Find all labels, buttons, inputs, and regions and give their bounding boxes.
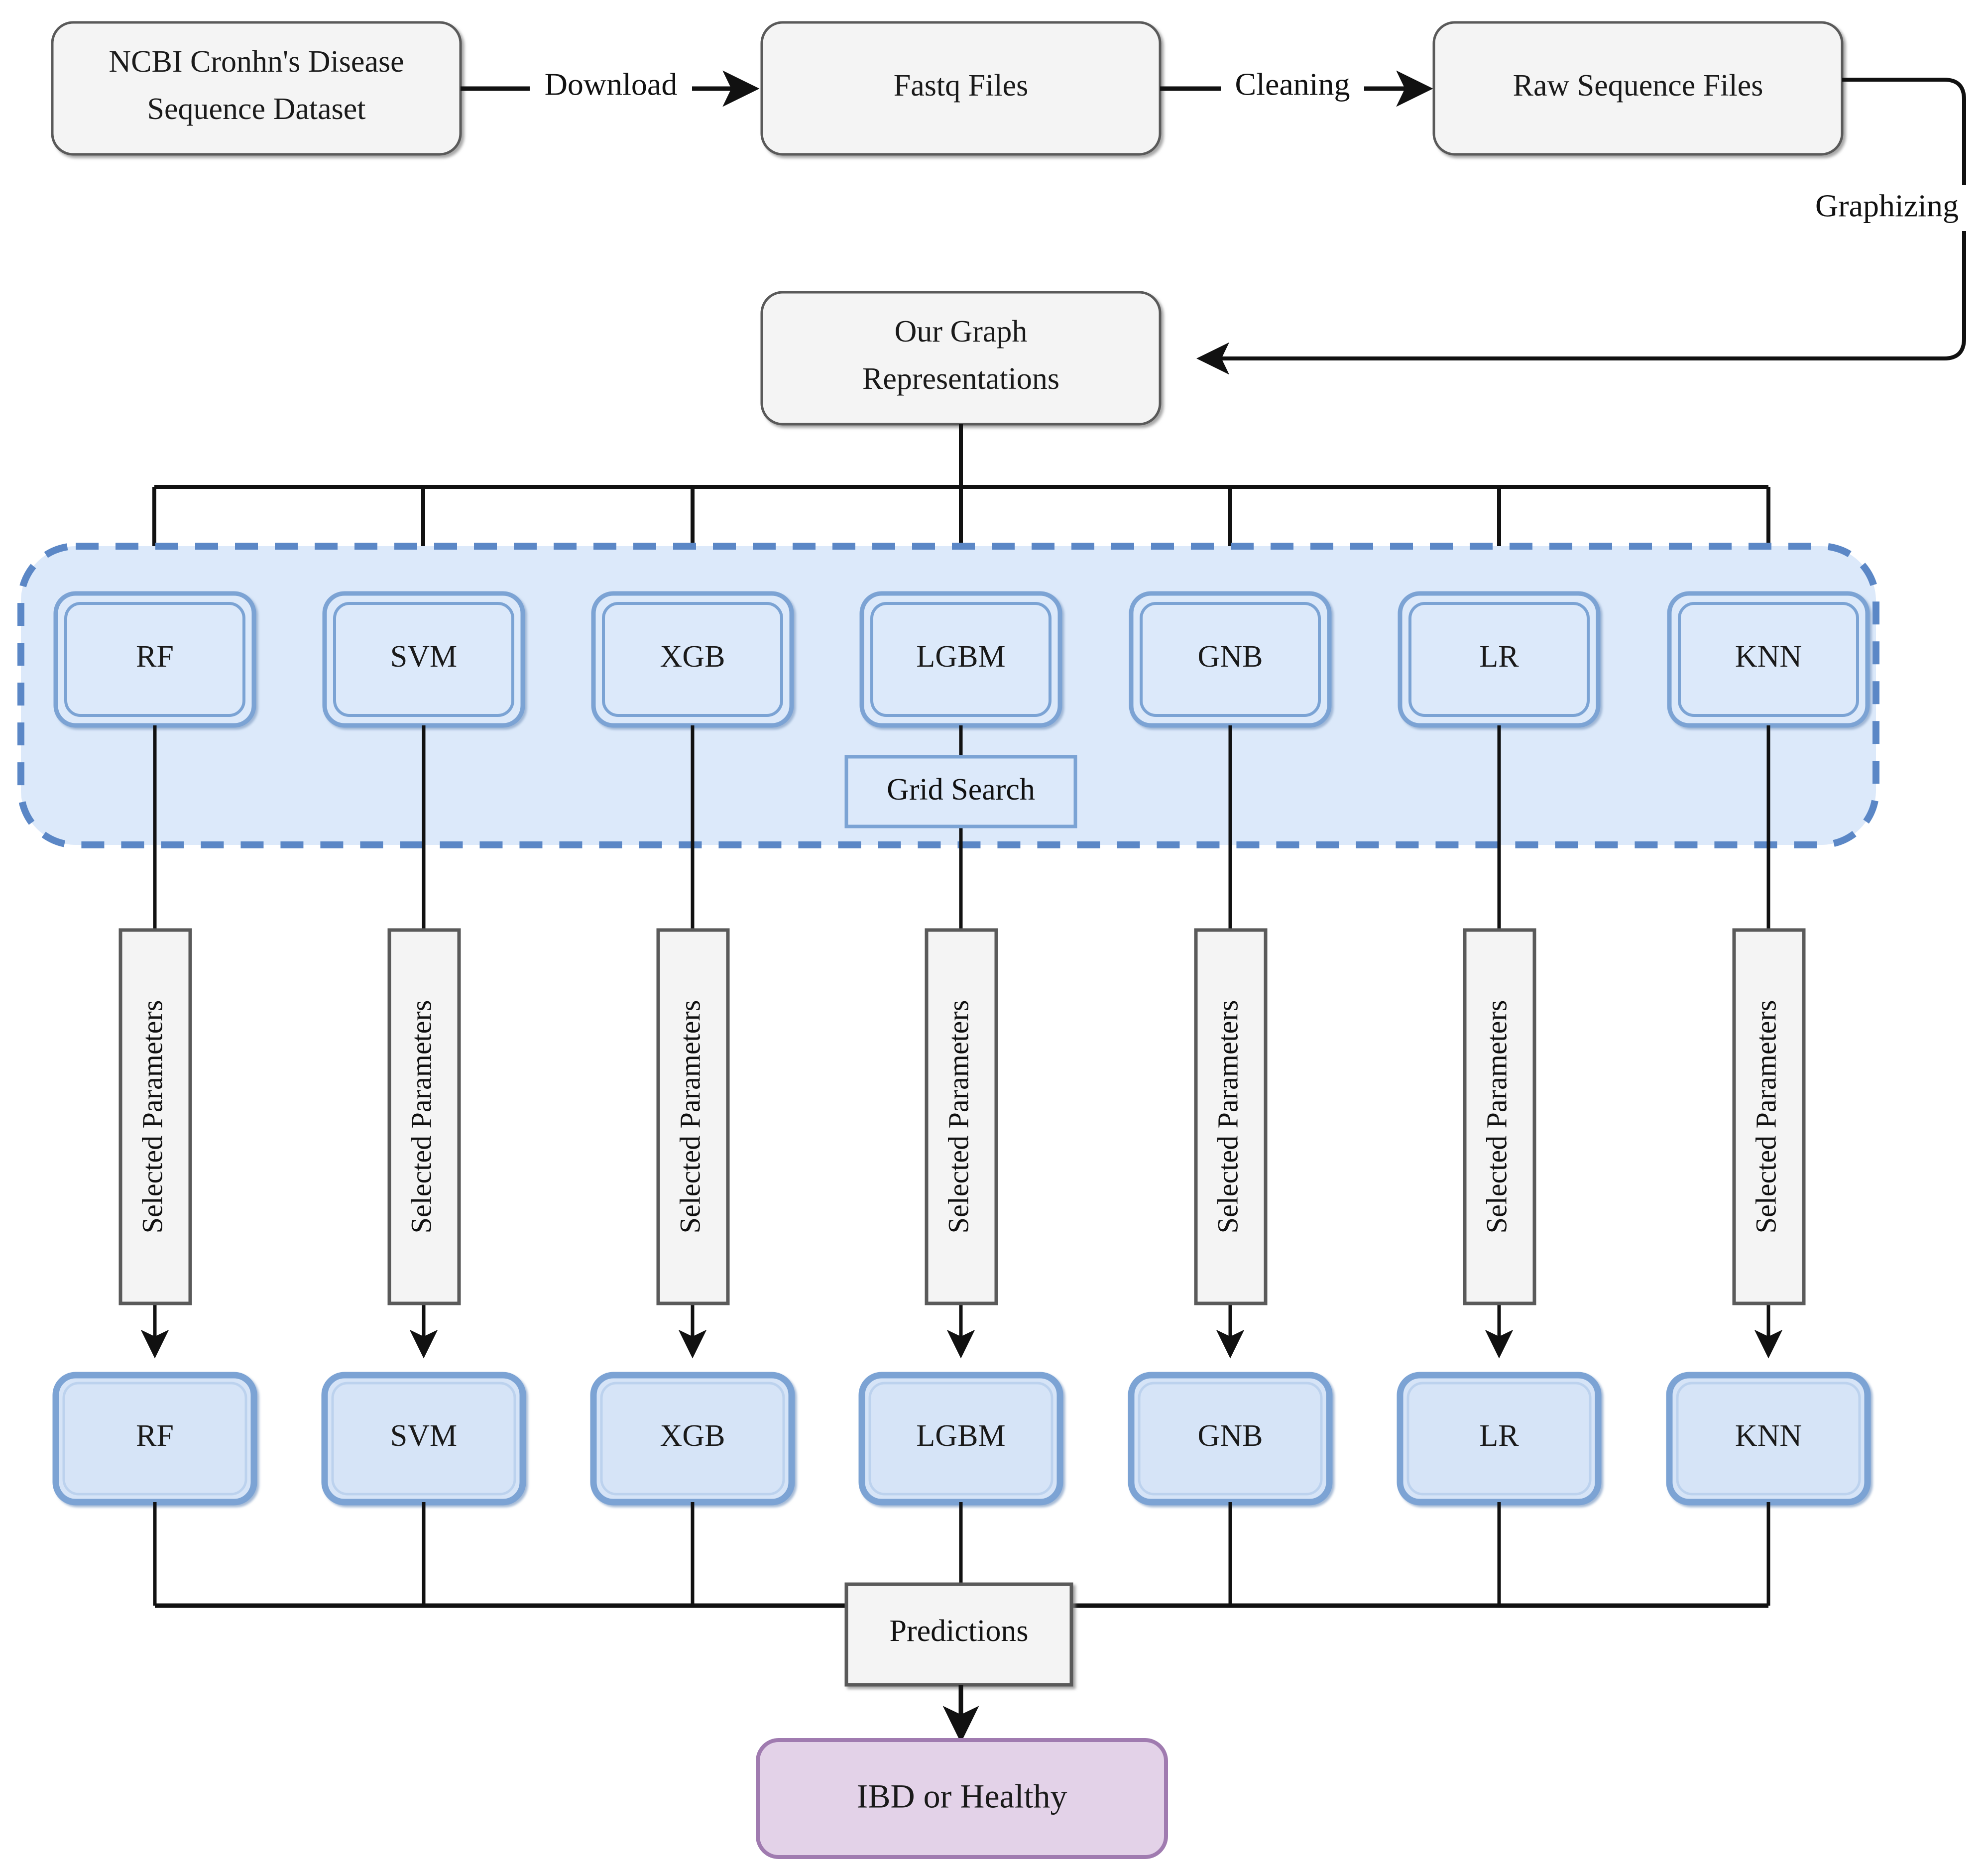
model-label-xgb-tuning: XGB [660,640,725,674]
model-label-lr-tuning: LR [1479,640,1519,674]
selected-parameters-text-knn: Selected Parameters [1750,1000,1782,1234]
edge-label-cleaning: Cleaning [1235,67,1350,102]
edge-label-download: Download [545,67,678,102]
model-label-svm-final: SVM [390,1419,457,1453]
node-fastq[interactable]: Fastq Files [760,21,1162,156]
selected-parameters-text-xgb: Selected Parameters [674,1000,706,1234]
model-label-lgbm-tuning: LGBM [916,640,1005,674]
model-box-rf-final[interactable]: RF [52,1372,257,1506]
selected-parameters-label-xgb[interactable]: Selected Parameters [656,928,730,1305]
selected-parameters-text-lgbm: Selected Parameters [942,1000,974,1234]
node-dataset-line2: Sequence Dataset [147,92,366,126]
model-label-gnb-tuning: GNB [1198,640,1263,674]
node-dataset[interactable]: NCBI Cronhn's Disease Sequence Dataset [51,21,462,156]
model-box-svm-tuning[interactable]: SVM [322,591,525,728]
selected-parameters-label-rf[interactable]: Selected Parameters [118,928,192,1305]
selected-parameters-text-lr: Selected Parameters [1480,1000,1513,1234]
model-box-knn-final[interactable]: KNN [1666,1372,1871,1506]
model-label-knn-final: KNN [1735,1419,1802,1453]
model-box-svm-final[interactable]: SVM [321,1372,526,1506]
node-graph-line1: Our Graph [895,315,1028,349]
model-label-rf-final: RF [136,1419,174,1453]
selected-parameters-label-knn[interactable]: Selected Parameters [1732,928,1806,1305]
selected-parameters-label-svm[interactable]: Selected Parameters [387,928,461,1305]
node-fastq-label: Fastq Files [894,69,1028,103]
model-box-knn-tuning[interactable]: KNN [1667,591,1870,728]
selected-parameters-text-svm: Selected Parameters [405,1000,437,1234]
edge-download: Download [461,67,760,107]
model-label-svm-tuning: SVM [390,640,457,674]
model-label-lr-final: LR [1479,1419,1519,1453]
grid-search-label-box[interactable]: Grid Search [844,755,1077,828]
model-label-knn-tuning: KNN [1735,640,1802,674]
node-outcome-label: IBD or Healthy [856,1777,1067,1815]
selected-parameters-label-lgbm[interactable]: Selected Parameters [925,928,998,1305]
grid-search-label: Grid Search [887,773,1035,807]
model-label-rf-tuning: RF [136,640,174,674]
model-box-xgb-final[interactable]: XGB [590,1372,795,1506]
model-box-gnb-tuning[interactable]: GNB [1129,591,1332,728]
selected-parameters-text-rf: Selected Parameters [136,1000,168,1234]
selected-parameters-text-gnb: Selected Parameters [1211,1000,1244,1234]
predictions-label-box[interactable]: Predictions [844,1582,1073,1687]
selected-parameters-label-gnb[interactable]: Selected Parameters [1194,928,1268,1305]
node-dataset-line1: NCBI Cronhn's Disease [109,45,404,79]
node-raw-sequence-label: Raw Sequence Files [1513,69,1763,103]
model-box-lgbm-tuning[interactable]: LGBM [859,591,1062,728]
edge-label-graphizing: Graphizing [1815,188,1959,224]
model-box-lr-final[interactable]: LR [1397,1372,1602,1506]
edge-cleaning: Cleaning [1160,67,1433,107]
model-box-gnb-final[interactable]: GNB [1128,1372,1333,1506]
selected-parameters-label-lr[interactable]: Selected Parameters [1463,928,1536,1305]
edge-graphizing: Graphizing [1196,78,1980,375]
node-graph-line2: Representations [862,362,1059,396]
model-label-xgb-final: XGB [660,1419,725,1453]
model-box-lgbm-final[interactable]: LGBM [858,1372,1063,1506]
node-raw-sequence[interactable]: Raw Sequence Files [1432,21,1844,156]
predictions-label: Predictions [890,1614,1029,1648]
node-graph-representations[interactable]: Our Graph Representations [760,291,1162,426]
model-label-gnb-final: GNB [1198,1419,1263,1453]
model-box-rf-tuning[interactable]: RF [53,591,256,728]
node-outcome[interactable]: IBD or Healthy [756,1738,1168,1859]
model-box-lr-tuning[interactable]: LR [1398,591,1601,728]
model-label-lgbm-final: LGBM [916,1419,1005,1453]
model-box-xgb-tuning[interactable]: XGB [591,591,794,728]
